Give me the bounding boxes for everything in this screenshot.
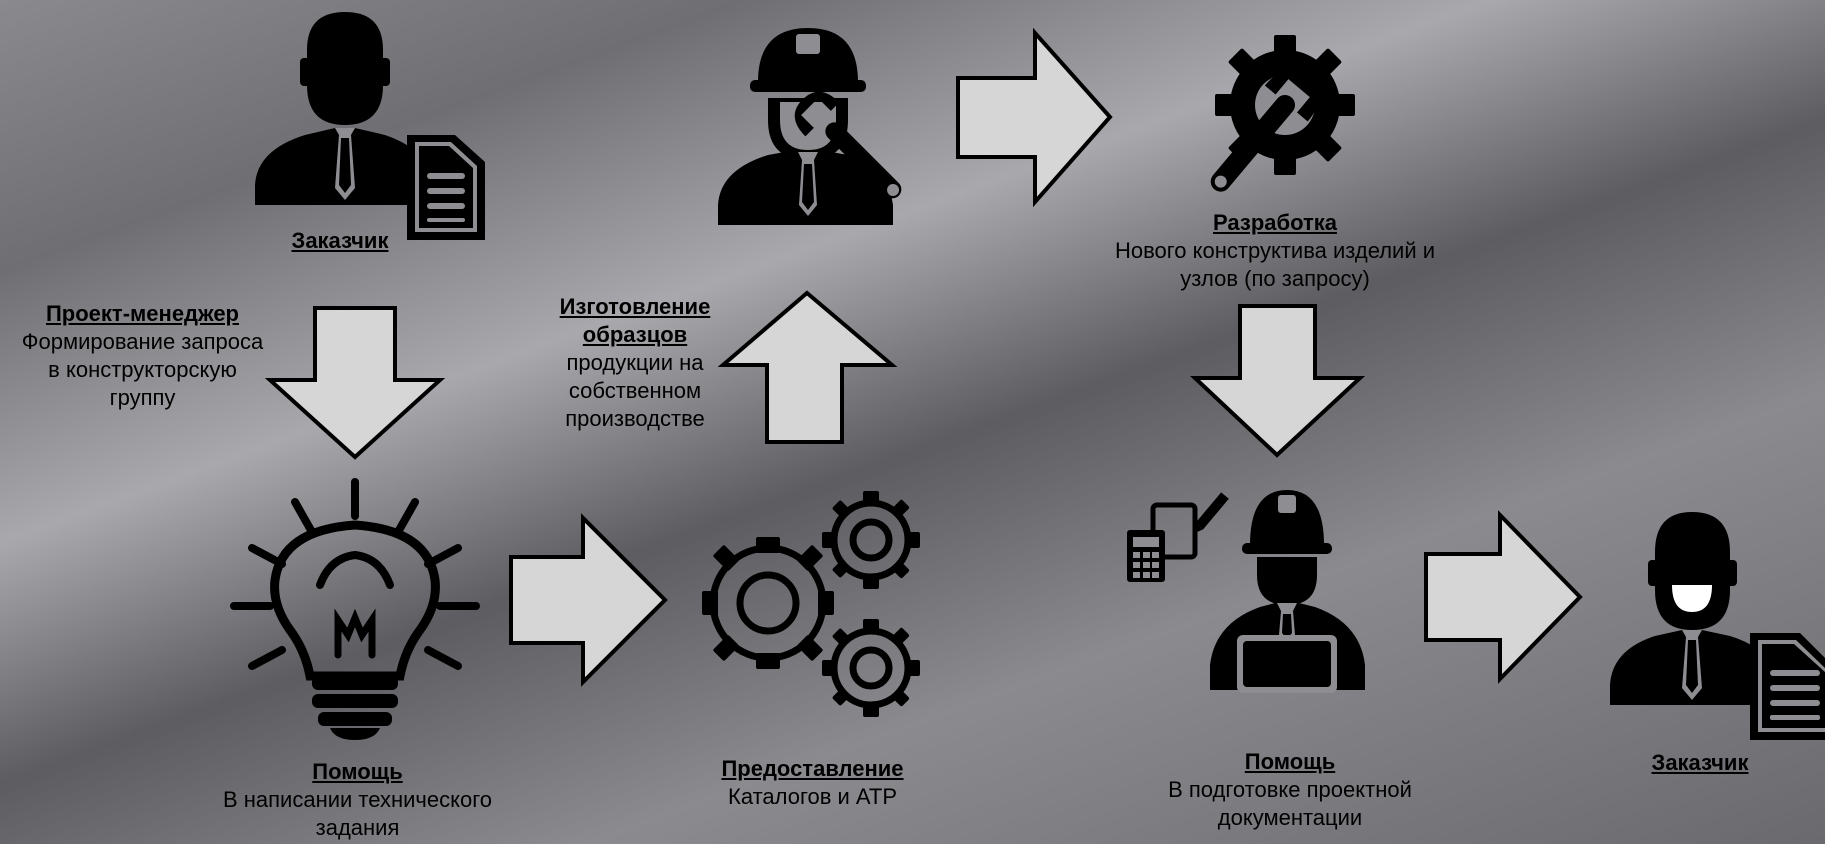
caption-samples: Изготовление образцов продукции на собст… [540, 293, 730, 433]
caption-development: Разработка Нового конструктива изделий и… [1075, 209, 1475, 293]
caption-help-spec-line: задания [315, 815, 400, 840]
caption-customer-start-title: Заказчик [291, 228, 389, 253]
caption-samples-line: собственном [568, 378, 702, 403]
caption-help-spec-title: Помощь [312, 759, 403, 784]
caption-provision: Предоставление Каталогов и АТР [690, 755, 935, 811]
arrow-down-development-to-help [1189, 304, 1366, 458]
arrow-right-samples-to-development [956, 27, 1113, 208]
arrow-right-help-to-customer [1424, 510, 1583, 684]
caption-project-manager-line: группу [109, 385, 176, 410]
caption-project-manager: Проект-менеджер Формирование запроса в к… [0, 300, 285, 412]
arrow-down-customer-to-help [264, 306, 446, 460]
caption-help-spec: Помощь В написании технического задания [200, 758, 515, 842]
caption-provision-line: Каталогов и АТР [728, 784, 897, 809]
caption-samples-title: Изготовление [559, 294, 711, 319]
gear-wrench-icon [1210, 35, 1355, 192]
caption-help-spec-line: В написании технического [222, 787, 493, 812]
caption-project-manager-line: Формирование запроса [21, 329, 264, 354]
caption-development-title: Разработка [1213, 210, 1337, 235]
caption-project-manager-line: в конструкторскую [48, 357, 237, 382]
gears-icon [702, 491, 920, 717]
arrow-right-help-to-provision [509, 513, 668, 687]
arrow-up-provision-to-samples [717, 290, 898, 444]
caption-customer-end-title: Заказчик [1651, 750, 1749, 775]
caption-provision-title: Предоставление [721, 756, 904, 781]
caption-samples-title: образцов [582, 322, 688, 347]
happy-businessman-document-icon [1610, 512, 1825, 740]
businessman-document-icon [255, 12, 485, 240]
engineer-laptop-icon [1127, 490, 1365, 693]
caption-help-docs: Помощь В подготовке проектной документац… [1125, 748, 1455, 832]
caption-project-manager-title: Проект-менеджер [45, 301, 239, 326]
caption-samples-line: продукции на [566, 350, 704, 375]
caption-development-line: узлов (по запросу) [1180, 266, 1370, 291]
caption-help-docs-line: документации [1217, 805, 1363, 830]
engineer-wrench-icon [718, 28, 902, 225]
lightbulb-icon [230, 478, 480, 740]
caption-customer-start: Заказчик [250, 227, 430, 255]
caption-customer-end: Заказчик [1620, 749, 1780, 777]
caption-help-docs-line: В подготовке проектной [1168, 777, 1412, 802]
caption-samples-line: производстве [565, 406, 705, 431]
caption-development-line: Нового конструктива изделий и [1114, 238, 1436, 263]
caption-help-docs-title: Помощь [1244, 749, 1336, 774]
